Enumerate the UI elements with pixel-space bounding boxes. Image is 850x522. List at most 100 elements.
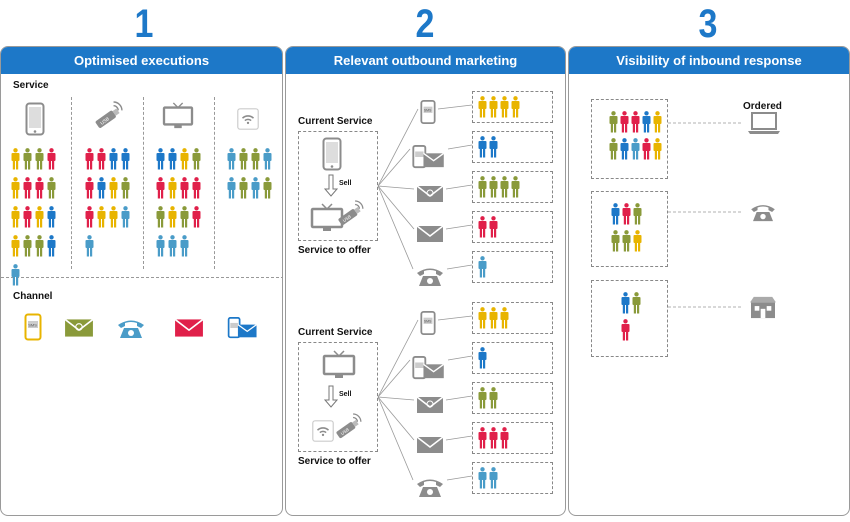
person-icon xyxy=(500,96,509,123)
target-segment-box xyxy=(472,302,553,334)
connector-line xyxy=(445,395,473,401)
sms-email-icon xyxy=(412,145,446,174)
sms-email-icon xyxy=(412,356,446,385)
person-icon xyxy=(478,256,487,283)
target-segment-box xyxy=(472,131,553,163)
person-icon xyxy=(478,307,487,334)
service-upsell-box xyxy=(298,342,378,452)
wifi-router-icon xyxy=(237,108,259,135)
person-icon xyxy=(35,235,44,262)
person-icon xyxy=(263,177,272,204)
person-icon xyxy=(180,206,189,233)
person-icon xyxy=(653,111,662,138)
person-icon xyxy=(168,177,177,204)
person-icon xyxy=(11,206,20,233)
svg-text:SMS: SMS xyxy=(424,320,432,324)
panel-title: Relevant outbound marketing xyxy=(286,47,565,74)
person-icon xyxy=(47,177,56,204)
step-number-2: 2 xyxy=(415,2,435,46)
person-icon xyxy=(642,138,651,165)
laptop-icon xyxy=(747,111,781,140)
person-icon xyxy=(23,177,32,204)
person-icon xyxy=(500,307,509,334)
sell-label: Sell xyxy=(339,391,352,398)
connector-line xyxy=(446,264,473,270)
person-icon xyxy=(478,387,487,414)
svg-text:SMS: SMS xyxy=(424,109,432,113)
target-segment-box xyxy=(472,342,553,374)
person-icon xyxy=(47,235,56,262)
person-icon xyxy=(97,206,106,233)
divider xyxy=(143,97,144,269)
person-icon xyxy=(23,235,32,262)
connector-line xyxy=(377,185,415,230)
person-icon xyxy=(621,292,630,319)
sms-phone-icon: SMS xyxy=(420,310,436,341)
person-icon xyxy=(97,177,106,204)
person-icon xyxy=(611,203,620,230)
service-label: Service xyxy=(13,80,49,91)
connector-line xyxy=(447,144,473,150)
person-icon xyxy=(11,148,20,175)
mail-envelope-icon xyxy=(416,225,444,248)
target-segment-box xyxy=(472,462,553,494)
connector-line xyxy=(445,224,473,230)
person-icon xyxy=(180,148,189,175)
person-icon xyxy=(611,230,620,257)
panel-relevant-outbound-marketing: Relevant outbound marketing Current Serv… xyxy=(285,46,566,516)
person-icon xyxy=(121,148,130,175)
telephone-icon xyxy=(116,317,146,344)
mail-envelope-icon xyxy=(174,317,204,344)
person-icon xyxy=(239,148,248,175)
person-icon xyxy=(621,319,630,346)
person-icon xyxy=(622,230,631,257)
person-icon xyxy=(478,96,487,123)
step-number-1: 1 xyxy=(134,2,154,46)
person-icon xyxy=(489,467,498,494)
email-envelope-icon xyxy=(416,396,444,419)
person-icon xyxy=(239,177,248,204)
person-icon xyxy=(500,176,509,203)
person-icon xyxy=(642,111,651,138)
person-icon xyxy=(85,235,94,262)
person-icon xyxy=(631,138,640,165)
current-service-label: Current Service xyxy=(298,116,373,127)
person-icon xyxy=(489,136,498,163)
person-icon xyxy=(97,148,106,175)
person-icon xyxy=(489,387,498,414)
person-icon xyxy=(35,148,44,175)
step-number-3: 3 xyxy=(698,2,718,46)
store-icon xyxy=(749,295,777,324)
person-icon xyxy=(489,96,498,123)
connector-lines xyxy=(668,122,743,308)
telephone-icon xyxy=(415,265,445,292)
panel-visibility-inbound-response: Visibility of inbound response Ordered xyxy=(568,46,850,516)
connector-line xyxy=(377,359,411,398)
sms-email-icon xyxy=(226,317,260,344)
person-icon xyxy=(251,148,260,175)
channel-label: Channel xyxy=(13,291,53,302)
connector-line xyxy=(377,185,414,270)
target-segment-box xyxy=(472,382,553,414)
down-arrow-icon xyxy=(323,385,339,413)
target-segment-box xyxy=(472,211,553,243)
person-icon xyxy=(653,138,662,165)
person-icon xyxy=(168,148,177,175)
person-icon xyxy=(489,176,498,203)
svg-text:USB: USB xyxy=(342,214,352,223)
connector-line xyxy=(377,108,419,187)
person-icon xyxy=(478,427,487,454)
panel-title: Optimised executions xyxy=(1,47,282,74)
person-icon xyxy=(489,307,498,334)
person-icon xyxy=(622,203,631,230)
person-icon xyxy=(633,203,642,230)
service-to-offer-label: Service to offer xyxy=(298,245,371,256)
person-icon xyxy=(489,427,498,454)
person-icon xyxy=(227,148,236,175)
service-upsell-box xyxy=(298,131,378,241)
person-icon xyxy=(11,177,20,204)
person-icon xyxy=(11,235,20,262)
connector-line xyxy=(377,396,415,401)
person-icon xyxy=(511,96,520,123)
svg-text:USB: USB xyxy=(340,427,350,436)
